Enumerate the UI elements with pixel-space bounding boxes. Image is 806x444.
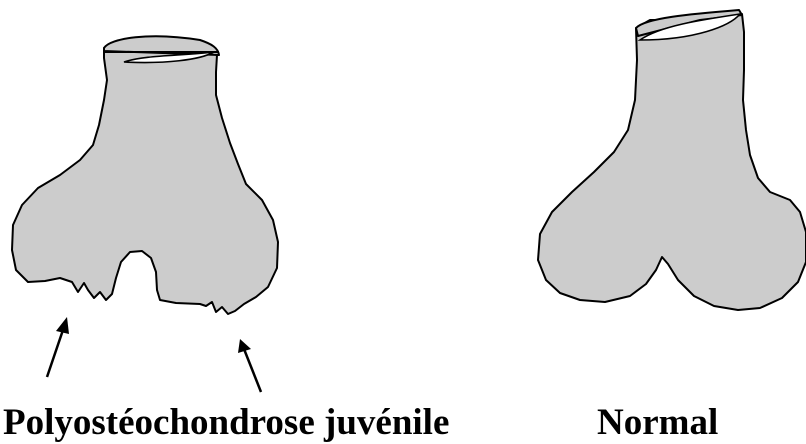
affected-caption: Polyostéochondrose juvénile <box>3 402 449 443</box>
affected-femur-outline <box>12 40 278 314</box>
normal-caption: Normal <box>597 402 718 443</box>
right-arrow <box>238 339 261 392</box>
affected-femur <box>12 36 278 314</box>
right-arrow-head <box>238 339 251 353</box>
normal-femur-outline <box>538 14 806 310</box>
left-arrow <box>47 317 69 377</box>
left-arrow-head <box>56 317 69 334</box>
normal-femur <box>538 10 806 310</box>
